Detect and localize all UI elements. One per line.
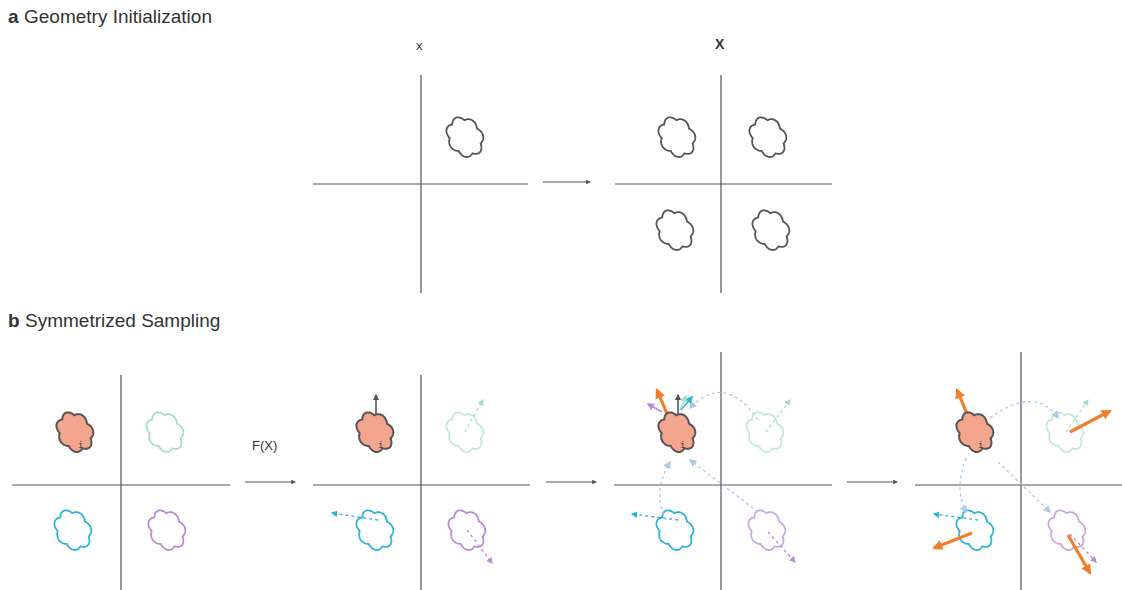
structure-cloud (656, 510, 693, 550)
cloud-outline (650, 403, 704, 461)
structure-cloud (746, 412, 783, 452)
structure-cloud (1046, 412, 1083, 452)
panel-letter: a (8, 7, 19, 28)
structure-cloud (54, 510, 91, 550)
cloud-outline (948, 403, 1002, 461)
structure-cloud (656, 210, 693, 250)
structure-cloud (956, 510, 993, 550)
math-label: x (416, 39, 423, 53)
focus-cloud: i (948, 403, 1002, 461)
index-label: i (378, 441, 390, 450)
structure-cloud (356, 510, 393, 550)
index-label: i (978, 441, 990, 450)
structure-cloud (148, 510, 185, 550)
panel-title: Symmetrized Sampling (25, 311, 220, 332)
structure-cloud (146, 412, 183, 452)
cloud-outline (48, 403, 102, 461)
index-label: i (680, 441, 692, 450)
focus-cloud: i (48, 403, 102, 461)
panel-title: Geometry Initialization (24, 7, 212, 28)
structure-cloud (446, 412, 483, 452)
structure-cloud (446, 117, 483, 157)
focus-cloud: i (348, 403, 402, 461)
index-label: i (78, 441, 90, 450)
structure-cloud (752, 210, 789, 250)
structure-cloud (749, 117, 786, 157)
math-label: F(X) (252, 439, 277, 453)
structure-cloud (748, 510, 785, 550)
panel-letter: b (8, 311, 20, 332)
focus-cloud: i (650, 403, 704, 461)
structure-cloud (658, 117, 695, 157)
math-label: X (715, 37, 724, 52)
cloud-outline (348, 403, 402, 461)
